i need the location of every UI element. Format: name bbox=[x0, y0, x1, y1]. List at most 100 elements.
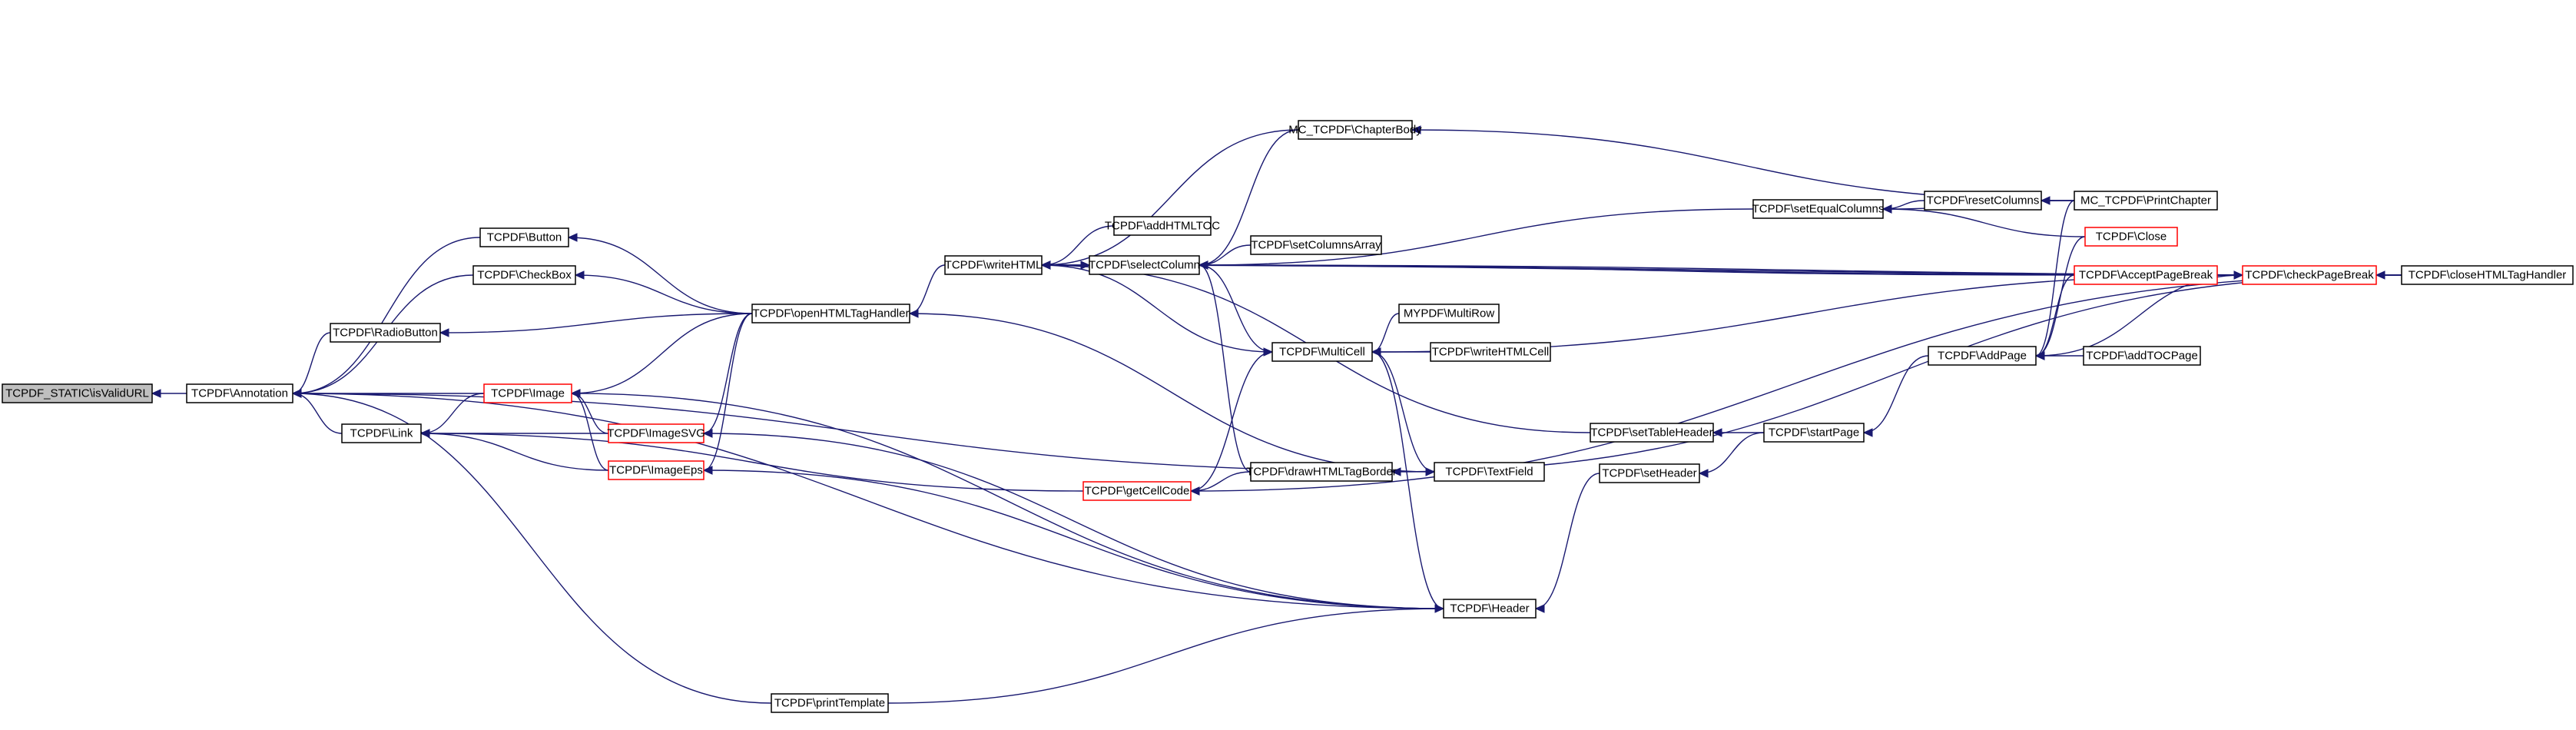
node-link[interactable]: TCPDF\Link bbox=[341, 423, 422, 443]
node-setheader[interactable]: TCPDF\setHeader bbox=[1599, 463, 1700, 483]
node-drawhtmltagborder[interactable]: TCPDF\drawHTMLTagBorder bbox=[1246, 462, 1397, 482]
node-box-closehtmltag bbox=[2401, 265, 2574, 285]
edge-openhtmltag-to-radiobutton bbox=[439, 313, 753, 337]
node-root[interactable]: TCPDF_STATIC\isValidURL bbox=[2, 383, 153, 403]
arrowhead bbox=[1534, 604, 1545, 613]
node-box-setheader bbox=[1599, 463, 1700, 483]
arrowhead bbox=[2233, 270, 2244, 280]
arrowhead bbox=[1862, 428, 1873, 437]
edge-line bbox=[1198, 264, 1273, 353]
edge-line bbox=[1535, 473, 1600, 609]
node-box-resetcolumns bbox=[1924, 191, 2042, 211]
node-box-settableheader bbox=[1590, 423, 1714, 443]
edge-header-to-imagesvg bbox=[702, 429, 1444, 609]
node-label-setheader: TCPDF\setHeader bbox=[1602, 467, 1696, 480]
node-label-addhtmltoc: TCPDF\addHTMLTOC bbox=[1105, 220, 1220, 233]
edge-closehtmltag-to-drawhtmltagborder bbox=[1391, 274, 2402, 476]
node-label-checkpagebreak: TCPDF\checkPageBreak bbox=[2245, 269, 2374, 282]
node-imageeps[interactable]: TCPDF\ImageEps bbox=[608, 460, 705, 480]
node-radiobutton[interactable]: TCPDF\RadioButton bbox=[330, 323, 441, 343]
node-openhtmltag[interactable]: TCPDF\openHTMLTagHandler bbox=[751, 304, 910, 324]
node-addpage[interactable]: TCPDF\AddPage bbox=[1928, 346, 2037, 366]
node-box-drawhtmltagborder bbox=[1250, 462, 1393, 482]
node-addtocpage[interactable]: TCPDF\addTOCPage bbox=[2083, 346, 2201, 366]
node-textfield[interactable]: TCPDF\TextField bbox=[1434, 462, 1545, 482]
node-selectcolumn[interactable]: TCPDF\selectColumn bbox=[1089, 255, 1200, 275]
node-acceptpagebreak[interactable]: TCPDF\AcceptPageBreak bbox=[2074, 265, 2218, 285]
edge-line bbox=[420, 433, 1084, 492]
edge-line bbox=[1198, 208, 1754, 266]
arrowhead bbox=[419, 429, 430, 438]
node-chapterbody[interactable]: MC_TCPDF\ChapterBody bbox=[1288, 120, 1422, 140]
edge-line bbox=[2035, 274, 2075, 357]
node-label-getcellcode: TCPDF\getCellCode bbox=[1085, 485, 1190, 498]
node-box-close bbox=[2084, 227, 2178, 247]
node-multicell[interactable]: TCPDF\MultiCell bbox=[1271, 342, 1373, 362]
edge-line bbox=[1198, 129, 1299, 266]
node-label-setcolumnsarray: TCPDF\setColumnsArray bbox=[1251, 239, 1381, 252]
edge-close-to-addpage bbox=[2034, 236, 2086, 360]
edge-line bbox=[909, 313, 1435, 473]
node-label-setequalcolumns: TCPDF\setEqualColumns bbox=[1752, 203, 1885, 216]
node-label-writehtml: TCPDF\writeHTML bbox=[945, 259, 1043, 272]
node-label-link: TCPDF\Link bbox=[350, 427, 413, 440]
edge-line bbox=[703, 433, 1444, 609]
node-checkpagebreak[interactable]: TCPDF\checkPageBreak bbox=[2242, 265, 2377, 285]
edge-line bbox=[292, 237, 481, 394]
node-checkbox[interactable]: TCPDF\CheckBox bbox=[472, 265, 576, 285]
edge-line bbox=[1041, 129, 1299, 266]
arrowhead bbox=[1198, 260, 1208, 270]
edge-header-to-image bbox=[570, 389, 1444, 609]
node-label-checkbox: TCPDF\CheckBox bbox=[477, 269, 572, 282]
edge-line bbox=[703, 470, 1444, 609]
node-box-chapterbody bbox=[1298, 120, 1413, 140]
node-box-acceptpagebreak bbox=[2074, 265, 2218, 285]
node-box-selectcolumn bbox=[1089, 255, 1200, 275]
node-settableheader[interactable]: TCPDF\setTableHeader bbox=[1590, 423, 1714, 443]
node-imagesvg[interactable]: TCPDF\ImageSVG bbox=[607, 423, 705, 443]
node-setequalcolumns[interactable]: TCPDF\setEqualColumns bbox=[1752, 199, 1885, 219]
node-box-addpage bbox=[1928, 346, 2037, 366]
edge-close-to-setequalcolumns bbox=[1881, 204, 2086, 237]
edge-startpage-to-setheader bbox=[1698, 432, 1765, 478]
arrowhead bbox=[574, 270, 585, 280]
edge-line bbox=[1371, 351, 1435, 473]
node-setcolumnsarray[interactable]: TCPDF\setColumnsArray bbox=[1250, 235, 1382, 255]
edge-acceptpagebreak-to-addpage bbox=[2034, 274, 2075, 360]
node-label-resetcolumns: TCPDF\resetColumns bbox=[1927, 194, 2040, 207]
edge-getcellcode-to-link bbox=[419, 429, 1084, 492]
node-header[interactable]: TCPDF\Header bbox=[1443, 599, 1537, 619]
node-box-multicell bbox=[1271, 342, 1373, 362]
node-getcellcode[interactable]: TCPDF\getCellCode bbox=[1082, 481, 1192, 501]
node-image[interactable]: TCPDF\Image bbox=[483, 383, 572, 403]
node-button[interactable]: TCPDF\Button bbox=[479, 227, 569, 247]
node-writehtml[interactable]: TCPDF\writeHTML bbox=[944, 255, 1043, 275]
edge-line bbox=[420, 393, 485, 434]
node-label-addpage: TCPDF\AddPage bbox=[1938, 350, 2027, 363]
node-resetcolumns[interactable]: TCPDF\resetColumns bbox=[1924, 191, 2042, 211]
node-box-printchapter bbox=[2074, 191, 2218, 211]
edge-line bbox=[909, 264, 946, 314]
edge-line bbox=[1411, 129, 2075, 201]
node-box-addtocpage bbox=[2083, 346, 2201, 366]
node-writehtmlcell[interactable]: TCPDF\writeHTMLCell bbox=[1430, 342, 1551, 362]
edge-line bbox=[703, 313, 753, 471]
node-annotation[interactable]: TCPDF\Annotation bbox=[186, 383, 293, 403]
edge-line bbox=[703, 313, 753, 434]
node-box-writehtml bbox=[944, 255, 1043, 275]
node-label-drawhtmltagborder: TCPDF\drawHTMLTagBorder bbox=[1246, 466, 1397, 479]
node-box-addhtmltoc bbox=[1113, 216, 1212, 236]
node-close[interactable]: TCPDF\Close bbox=[2084, 227, 2178, 247]
node-label-imageeps: TCPDF\ImageEps bbox=[609, 464, 703, 477]
edge-writehtml-to-openhtmltag bbox=[908, 264, 946, 318]
node-label-settableheader: TCPDF\setTableHeader bbox=[1590, 426, 1712, 440]
node-startpage[interactable]: TCPDF\startPage bbox=[1763, 423, 1865, 443]
node-addhtmltoc[interactable]: TCPDF\addHTMLTOC bbox=[1105, 216, 1220, 236]
node-closehtmltag[interactable]: TCPDF\closeHTMLTagHandler bbox=[2401, 265, 2574, 285]
node-printchapter[interactable]: MC_TCPDF\PrintChapter bbox=[2074, 191, 2218, 211]
node-printtemplate[interactable]: TCPDF\printTemplate bbox=[771, 693, 889, 713]
arrowhead bbox=[1080, 260, 1091, 270]
arrowhead bbox=[439, 328, 449, 337]
node-mypdfmultirow[interactable]: MYPDF\MultiRow bbox=[1398, 304, 1500, 324]
node-label-writehtmlcell: TCPDF\writeHTMLCell bbox=[1432, 346, 1550, 359]
